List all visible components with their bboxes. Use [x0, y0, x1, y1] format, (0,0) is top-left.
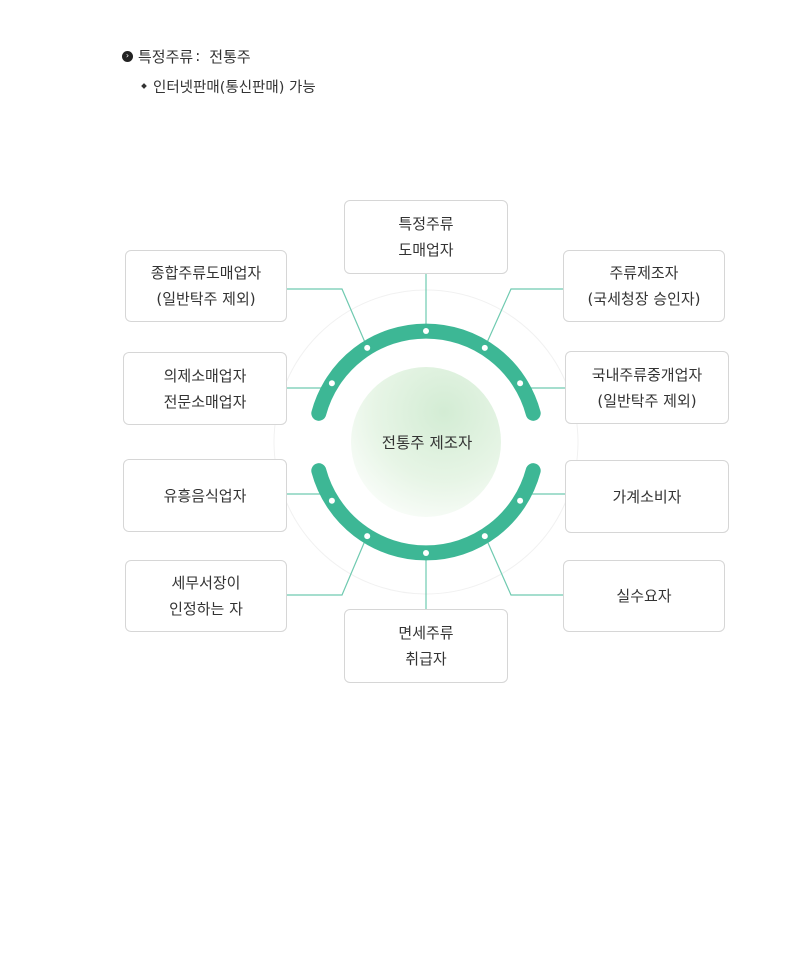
arc-dot-2: [364, 344, 371, 351]
node-upper-right-line2: (국세청장 승인자): [587, 290, 701, 308]
arc-dot-1: [423, 328, 429, 334]
node-mid-right-line1: 국내주류중개업자: [591, 365, 703, 384]
node-low-right: 가계소비자: [565, 460, 729, 533]
node-bottom-line2: 취급자: [405, 650, 447, 668]
node-bottom-line1: 면세주류: [398, 624, 454, 642]
node-low-right-line1: 가계소비자: [612, 487, 682, 506]
connector-upper-left: [287, 288, 368, 348]
node-bottom-right-line1: 실수요자: [616, 587, 672, 605]
node-bottom: 면세주류 취급자: [344, 609, 508, 683]
node-mid-left-line1: 의제소매업자: [163, 366, 247, 385]
node-mid-left-line2: 전문소매업자: [163, 392, 247, 411]
node-top-line2: 도매업자: [398, 241, 454, 259]
arc-dots: [328, 328, 524, 556]
arc-dot-5: [517, 380, 524, 387]
sub-item-line: 인터넷판매(통신판매) 가능: [141, 75, 316, 97]
connector-upper-right: [484, 288, 563, 348]
category-label: 특정주류: [138, 47, 194, 66]
node-upper-left-line1: 종합주류도매업자: [150, 264, 262, 282]
category-value: 전통주: [209, 47, 251, 66]
arc-dot-8: [364, 533, 371, 540]
arc-dot-6: [328, 497, 335, 504]
node-bottom-right: 실수요자: [563, 560, 725, 632]
center-circle: [351, 367, 501, 517]
chevron-right-icon: ›: [122, 50, 133, 62]
arc-dot-7: [517, 497, 524, 504]
sub-item-text: 인터넷판매(통신판매) 가능: [153, 79, 316, 96]
category-line: › 특정주류 : 전통주: [122, 45, 316, 67]
arc-dot-3: [481, 344, 488, 351]
connector-bottom-right: [484, 535, 563, 596]
node-mid-right: 국내주류중개업자 (일반탁주 제외): [565, 351, 729, 424]
header: › 특정주류 : 전통주 인터넷판매(통신판매) 가능: [122, 45, 316, 97]
node-top: 특정주류 도매업자: [344, 200, 508, 274]
arc-dot-10: [423, 550, 429, 556]
node-upper-right-line1: 주류제조자: [609, 264, 679, 282]
node-mid-right-line2: (일반탁주 제외): [597, 391, 697, 410]
node-bottom-left-line2: 인정하는 자: [169, 600, 243, 618]
center-label: 전통주 제조자: [381, 434, 473, 452]
node-upper-right: 주류제조자 (국세청장 승인자): [563, 250, 725, 322]
node-bottom-left: 세무서장이 인정하는 자: [125, 560, 287, 632]
node-bottom-left-line1: 세무서장이: [171, 574, 241, 592]
node-upper-left-line2: (일반탁주 제외): [156, 290, 256, 308]
arc-dot-4: [328, 380, 335, 387]
node-upper-left: 종합주류도매업자 (일반탁주 제외): [125, 250, 287, 322]
arc-dot-9: [481, 533, 488, 540]
category-separator: :: [195, 47, 201, 65]
node-low-left-line1: 유흥음식업자: [163, 486, 247, 505]
node-mid-left: 의제소매업자 전문소매업자: [123, 352, 287, 425]
node-top-line1: 특정주류: [398, 215, 454, 233]
connector-bottom-left: [287, 535, 368, 596]
node-low-left: 유흥음식업자: [123, 459, 287, 532]
